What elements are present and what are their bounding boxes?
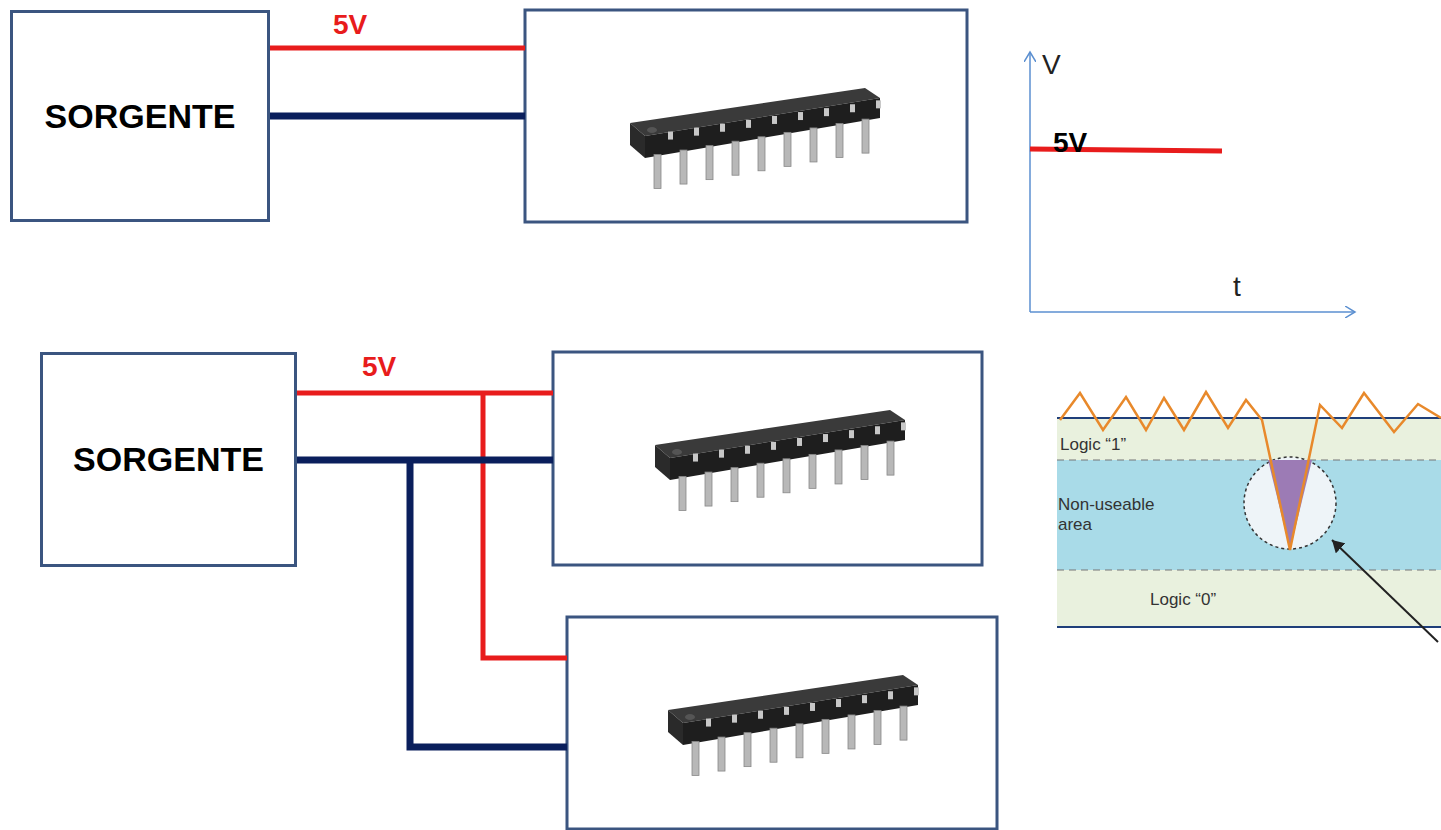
power-wire <box>297 391 553 396</box>
limit-line <box>1057 569 1441 570</box>
band-label: Non-useable area <box>1058 495 1180 534</box>
pointer-arrow <box>1332 540 1438 642</box>
axis-label: t <box>1233 272 1241 303</box>
logic-band: Logic “0” <box>1150 580 1300 620</box>
voltage-label: 5V <box>1053 128 1087 159</box>
source-box: SORGENTE <box>10 10 270 222</box>
voltage-label: 5V <box>362 352 396 383</box>
band-fill <box>1057 570 1441 627</box>
band-label: Logic “1” <box>1060 435 1126 455</box>
highlight-circle <box>1244 457 1336 549</box>
axis-label: V <box>1042 50 1061 81</box>
ic-chip <box>668 675 919 775</box>
logic-band: Logic “1” <box>1060 431 1230 459</box>
box-title: SORGENTE <box>73 440 264 479</box>
ground-wire <box>297 457 553 464</box>
ground-wire <box>410 460 567 747</box>
ic-chip <box>655 410 906 510</box>
box-title: SORGENTE <box>45 97 236 136</box>
ground-wire <box>270 113 525 120</box>
band-label: Logic “0” <box>1150 590 1216 610</box>
limit-line <box>1057 459 1441 460</box>
band-fill <box>1057 418 1441 460</box>
axis <box>1030 311 1355 313</box>
ic-chip <box>630 88 881 188</box>
source-box: SORGENTE <box>40 352 297 567</box>
limit-line <box>1057 626 1441 628</box>
chip-box <box>567 617 997 829</box>
power-wire <box>483 393 567 658</box>
chip-box <box>525 10 967 222</box>
logic-band: Non-useable area <box>1058 470 1180 560</box>
voltage-label: 5V <box>333 10 367 41</box>
power-wire <box>270 46 525 51</box>
chip-box <box>553 352 982 565</box>
noise-signal <box>1060 392 1441 550</box>
axis <box>1029 52 1031 312</box>
